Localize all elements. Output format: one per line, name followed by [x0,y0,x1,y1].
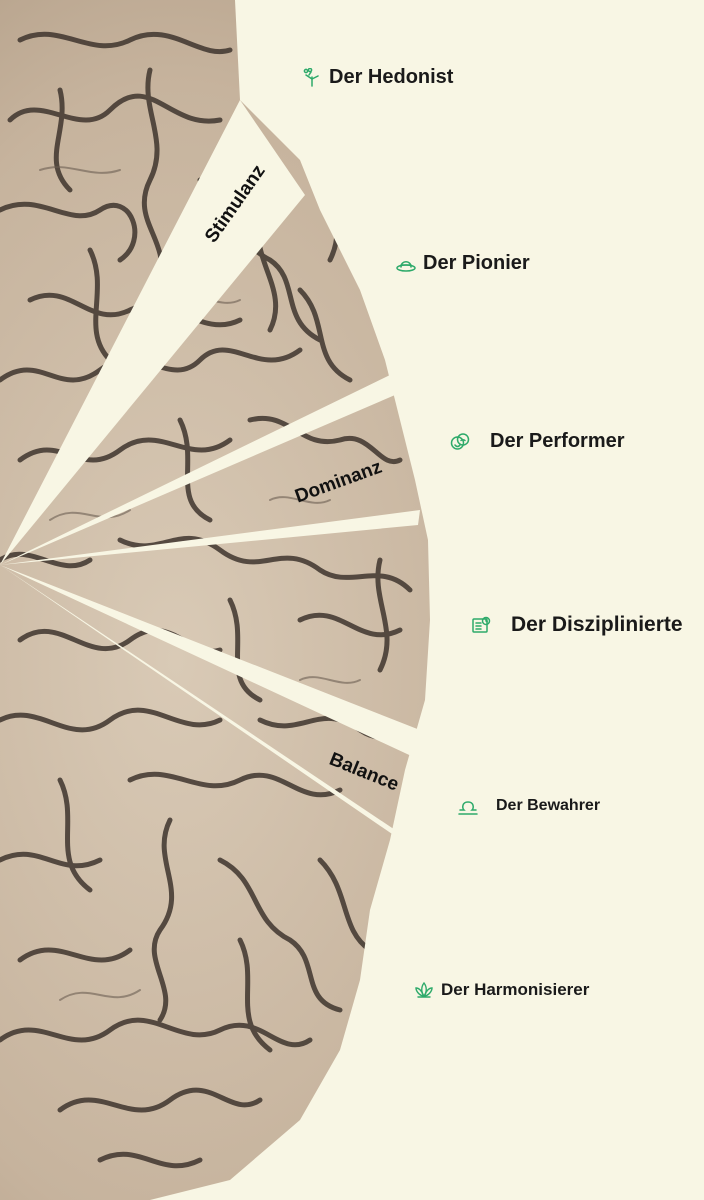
type-label: Der Performer [490,430,625,453]
type-label: Der Pionier [423,252,530,275]
explorer-hat-icon [396,254,416,274]
type-label: Der Hedonist [329,66,453,89]
type-label: Der Harmonisierer [441,980,589,1000]
type-harmonisierer: Der Harmonisierer [414,980,589,1000]
type-disziplinierte: Der Disziplinierte [471,613,683,637]
type-label: Der Bewahrer [496,797,600,815]
juggler-icon [302,68,322,88]
type-hedonist: Der Hedonist [302,66,453,89]
libra-icon [458,796,478,816]
planner-clock-icon [471,615,491,635]
lotus-icon [414,980,434,1000]
type-bewahrer: Der Bewahrer [458,796,600,816]
type-pionier: Der Pionier [396,252,530,275]
theater-masks-icon [450,432,470,452]
type-label: Der Disziplinierte [511,613,683,637]
type-performer: Der Performer [450,430,625,453]
